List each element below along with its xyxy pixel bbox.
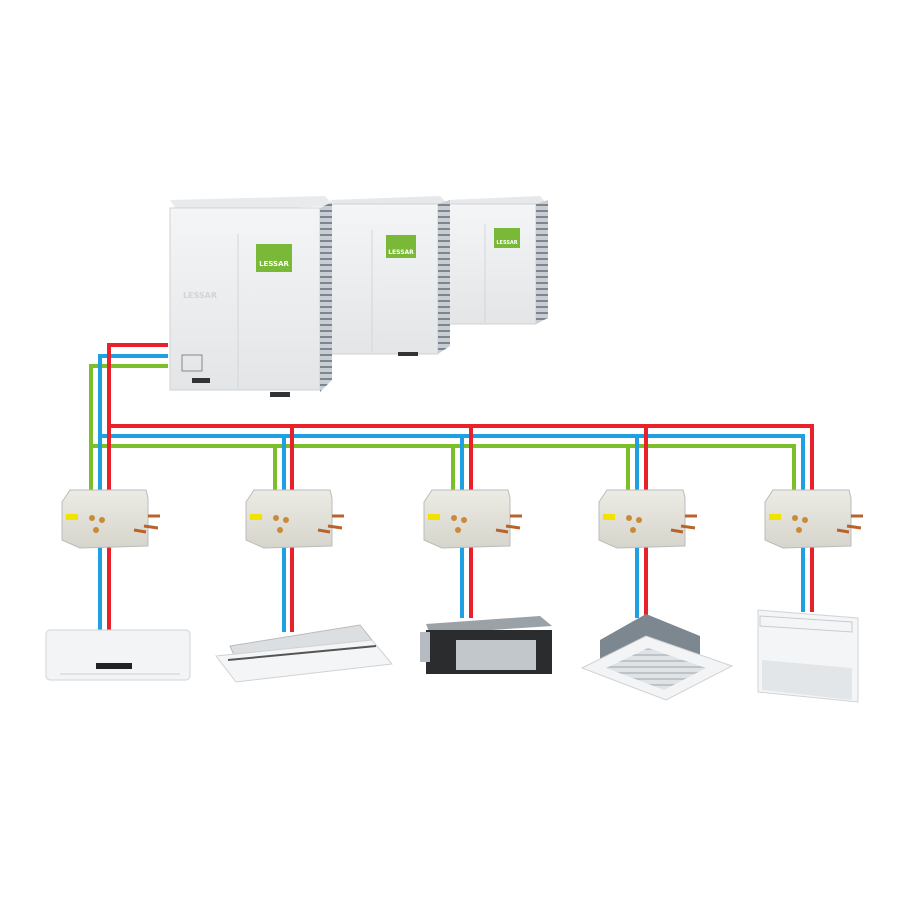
brand-logo-badge bbox=[256, 244, 292, 272]
branch-box-4 bbox=[597, 488, 699, 550]
brand-logo: LESSAR bbox=[496, 240, 517, 246]
brand-logo: LESSAR bbox=[388, 249, 414, 256]
brand-logo-badge bbox=[386, 235, 416, 258]
hot-gas-line bbox=[107, 343, 814, 632]
outdoor-unit-1: LESSAR LESSAR bbox=[169, 196, 334, 397]
indoor-unit-four-way-cassette bbox=[580, 614, 734, 701]
refrigerant-piping bbox=[89, 343, 814, 632]
suction-line bbox=[89, 364, 796, 492]
indoor-unit-floor-ceiling bbox=[757, 609, 859, 703]
brand-logo: LESSAR bbox=[259, 260, 289, 268]
outdoor-unit-3: LESSAR bbox=[447, 196, 548, 325]
indoor-unit-ducted bbox=[420, 616, 552, 674]
branch-box-2 bbox=[244, 488, 346, 550]
liquid-line bbox=[98, 354, 805, 632]
branch-box-5 bbox=[763, 488, 865, 550]
branch-box-1 bbox=[61, 489, 160, 549]
outdoor-unit-2: LESSAR bbox=[329, 196, 450, 356]
branch-box-3 bbox=[422, 488, 524, 550]
indoor-unit-wall-mounted bbox=[45, 629, 191, 681]
brand-logo-badge bbox=[494, 228, 520, 248]
indoor-unit-one-way-cassette bbox=[215, 624, 393, 683]
embossed-logo: LESSAR bbox=[183, 291, 217, 300]
